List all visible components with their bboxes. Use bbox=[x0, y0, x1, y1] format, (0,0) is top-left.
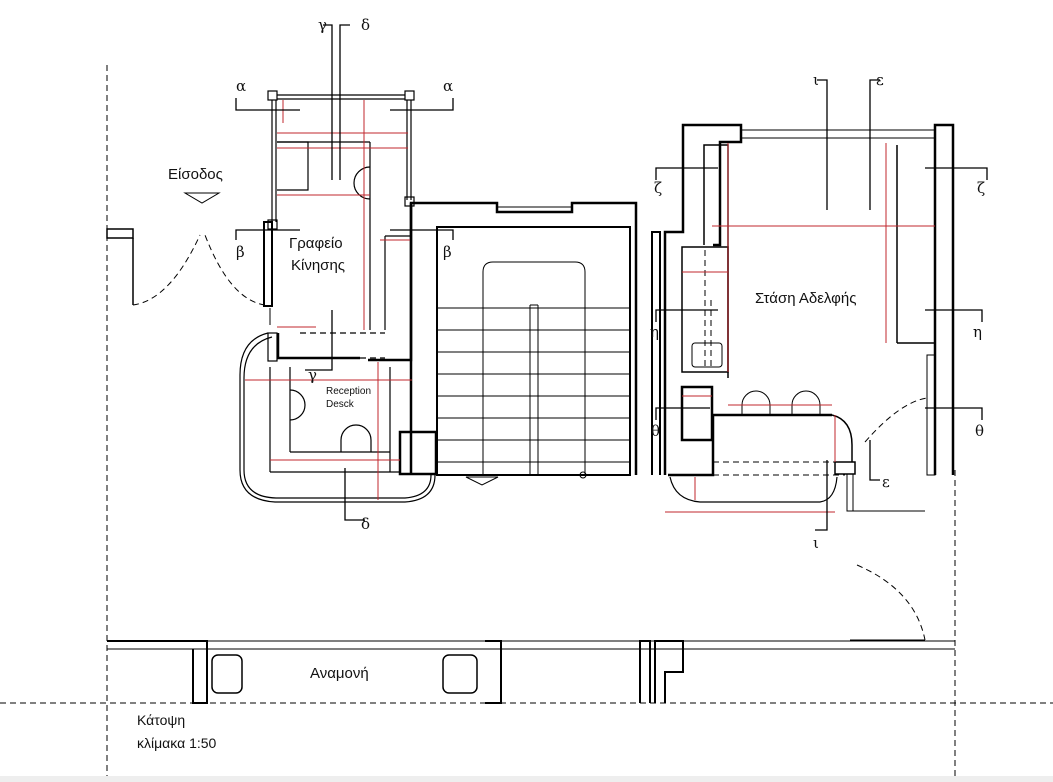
section-gamma-top: γ bbox=[318, 16, 327, 34]
office-walls bbox=[267, 90, 415, 362]
room-label-reception-line1: Reception bbox=[326, 386, 372, 397]
waiting-area-walls bbox=[107, 640, 955, 704]
reference-lines bbox=[0, 65, 1053, 782]
section-theta-right: θ bbox=[975, 422, 985, 440]
section-epsilon-top: ε bbox=[876, 71, 884, 89]
room-label-reception-line2: Desck bbox=[326, 399, 354, 410]
room-label-office-line2: Κίνησης bbox=[291, 257, 346, 274]
section-beta-left: β bbox=[236, 243, 245, 261]
section-marks bbox=[235, 24, 988, 531]
section-zeta-left: ζ bbox=[654, 179, 663, 197]
section-theta-left: θ bbox=[651, 422, 661, 440]
room-label-nurse-station: Στάση Αδελφής bbox=[755, 290, 857, 307]
page-bottom-edge bbox=[0, 776, 1053, 782]
section-beta-right: β bbox=[443, 243, 452, 261]
section-iota-bottom: ι bbox=[813, 534, 819, 552]
staircase bbox=[409, 201, 638, 486]
entrance-arrow-icon bbox=[183, 192, 221, 204]
section-zeta-right: ζ bbox=[977, 179, 986, 197]
section-alpha-left: α bbox=[236, 77, 247, 95]
section-epsilon-bottom: ε bbox=[882, 473, 890, 491]
dimension-lines bbox=[245, 100, 935, 513]
room-label-office-line1: Γραφείο bbox=[289, 235, 343, 252]
section-alpha-right: α bbox=[443, 77, 454, 95]
room-label-entrance: Είσοδος bbox=[168, 166, 223, 183]
room-label-waiting: Αναμονή bbox=[310, 665, 369, 682]
section-iota-top: ι bbox=[813, 71, 819, 89]
section-eta-right: η bbox=[973, 323, 982, 341]
section-eta-left: η bbox=[650, 323, 659, 341]
section-delta-top: δ bbox=[361, 16, 371, 34]
drawing-title: Κάτοψη bbox=[137, 712, 186, 728]
section-delta-bottom: δ bbox=[361, 515, 371, 533]
section-gamma-bottom: γ bbox=[308, 366, 317, 384]
nurse-station-walls bbox=[651, 123, 955, 641]
entrance-door bbox=[106, 221, 273, 325]
drawing-scale: κλίμακα 1:50 bbox=[137, 735, 217, 751]
